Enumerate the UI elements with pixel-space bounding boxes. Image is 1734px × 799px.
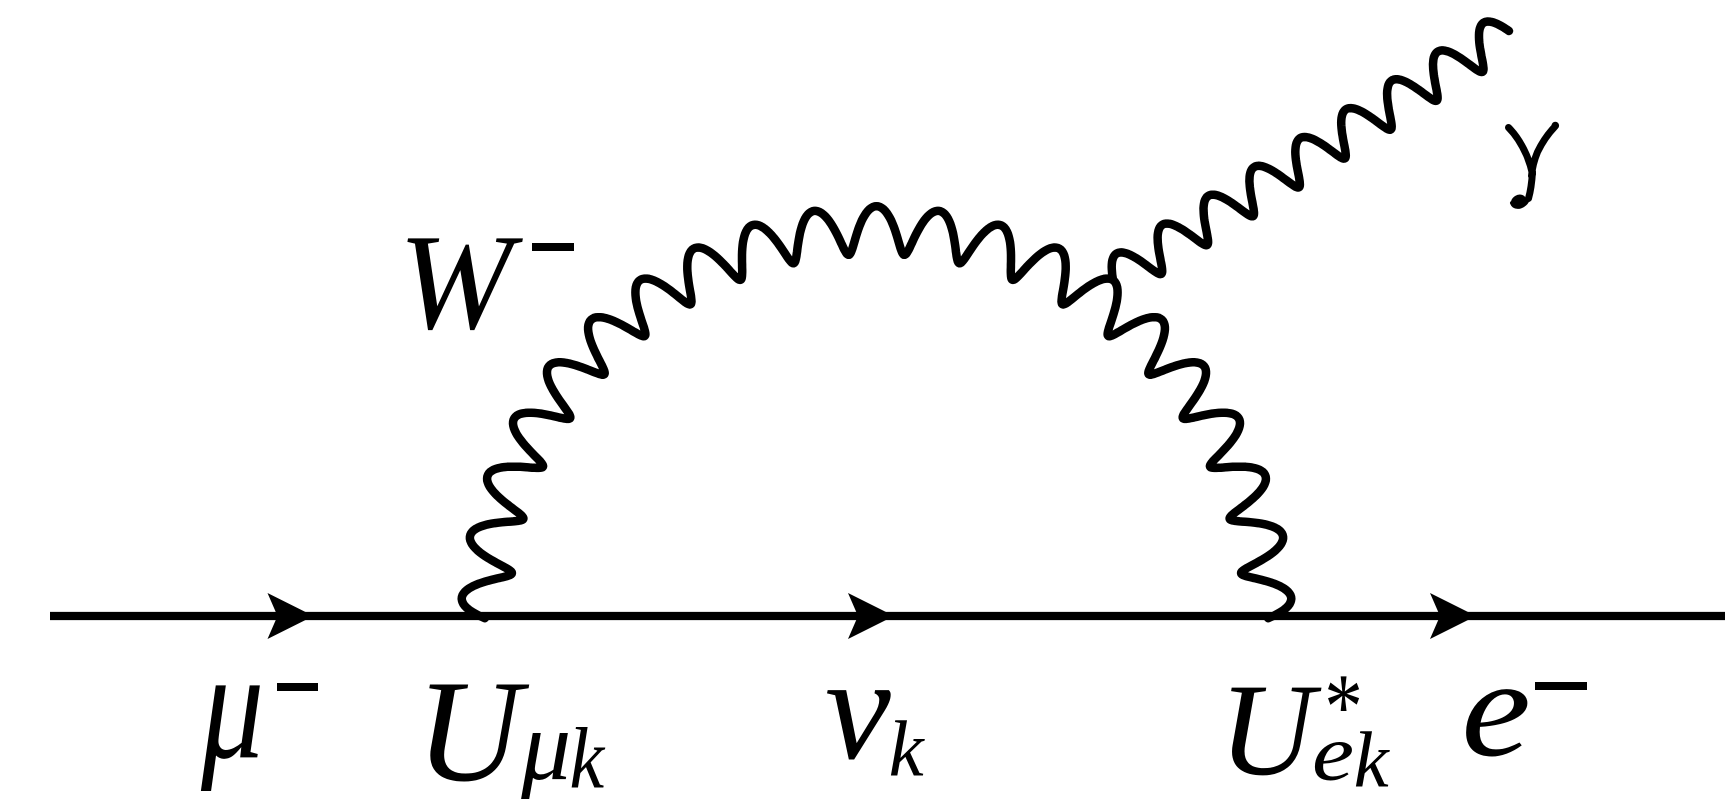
svg-text:*: * — [1321, 654, 1360, 759]
svg-text:k: k — [1354, 717, 1391, 799]
svg-text:μ: μ — [200, 617, 264, 791]
svg-text:W: W — [398, 206, 523, 358]
svg-text:μ: μ — [520, 690, 571, 799]
svg-text:ν: ν — [825, 627, 891, 791]
svg-text:U: U — [416, 650, 530, 799]
svg-text:U: U — [1219, 656, 1322, 799]
svg-text:k: k — [889, 706, 926, 793]
svg-text:e: e — [1312, 709, 1354, 797]
svg-text:e: e — [1461, 632, 1531, 786]
svg-text:k: k — [569, 710, 605, 799]
